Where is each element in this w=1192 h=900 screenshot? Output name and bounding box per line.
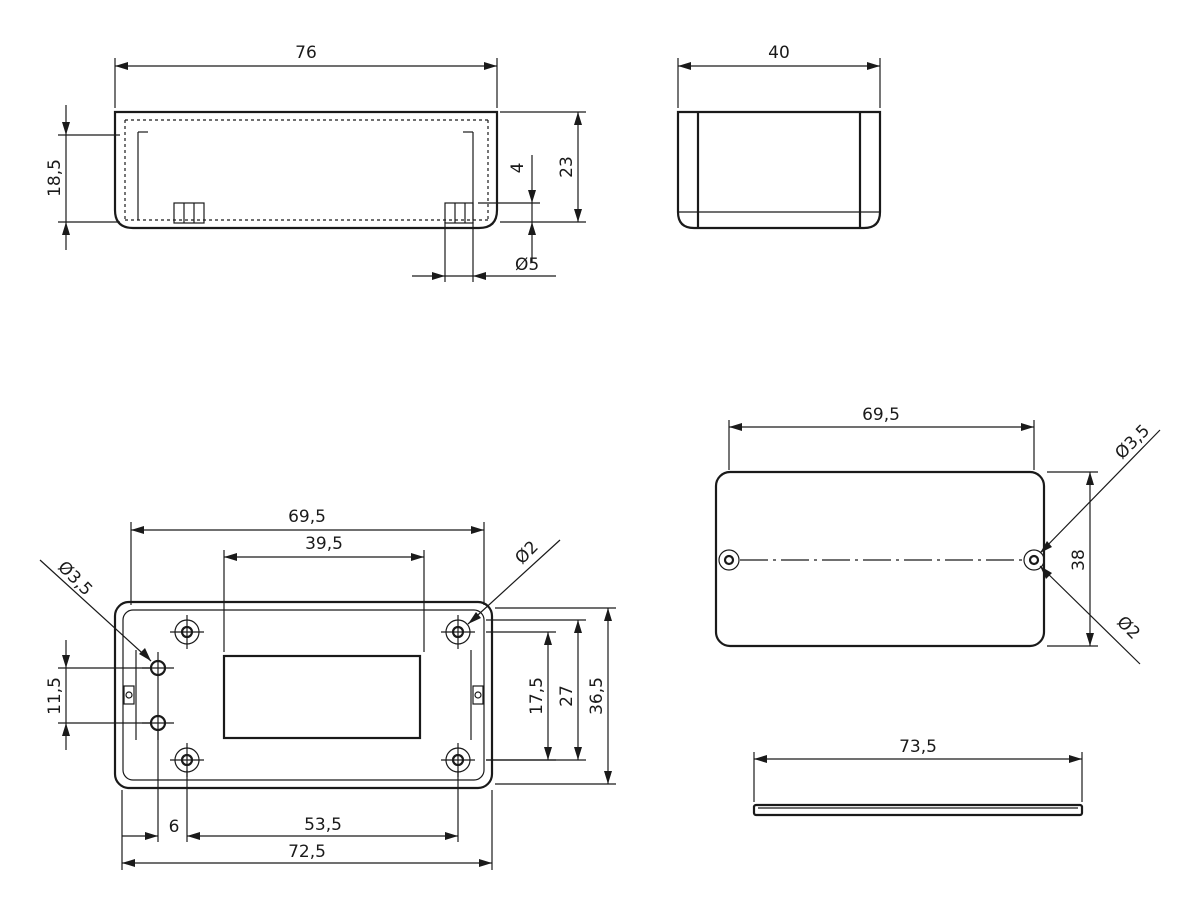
dimension-69-5-lid: 69,5 — [728, 405, 1035, 470]
dim-53-5-label: 53,5 — [304, 815, 342, 835]
front-view — [113, 110, 499, 230]
dimension-73-5: 73,5 — [753, 737, 1083, 802]
dim-69-5-lid-label: 69,5 — [862, 405, 900, 425]
dim-diameter-5-label: Ø5 — [515, 255, 539, 275]
dim-4-label: 4 — [508, 163, 528, 174]
lid-side-view — [752, 803, 1084, 817]
dim-76-label: 76 — [295, 43, 317, 63]
side-view — [676, 110, 882, 230]
base-top-view — [113, 600, 494, 790]
dim-6-label: 6 — [169, 817, 180, 837]
leader-diameter-2-lid: Ø2 — [1039, 565, 1144, 665]
dimension-17-5: 17,5 — [486, 631, 556, 761]
dim-18-5-label: 18,5 — [45, 159, 65, 197]
dimension-72-5: 72,5 — [121, 790, 493, 870]
dim-27-label: 27 — [557, 685, 577, 707]
dimension-27: 27 — [486, 619, 586, 761]
dimension-6: 6 — [122, 730, 200, 842]
lid-top-view — [714, 470, 1046, 648]
dim-72-5-label: 72,5 — [288, 842, 326, 862]
leader-diameter-3-5-lid: Ø3,5 — [1039, 421, 1161, 554]
dim-39-5-label: 39,5 — [305, 534, 343, 554]
leader-diameter-3-5-base: Ø3,5 — [39, 557, 152, 662]
dimension-23: 23 — [500, 111, 586, 223]
dimension-4: 4 — [478, 155, 540, 262]
dimension-76: 76 — [114, 43, 498, 108]
dim-73-5-label: 73,5 — [899, 737, 937, 757]
dim-23-label: 23 — [557, 156, 577, 178]
dim-17-5-label: 17,5 — [527, 677, 547, 715]
dimension-39-5: 39,5 — [223, 534, 425, 652]
dimension-11-5: 11,5 — [45, 640, 150, 750]
dim-11-5-label: 11,5 — [45, 677, 65, 715]
dimension-69-5-base: 69,5 — [130, 507, 485, 605]
dimension-40: 40 — [677, 43, 881, 108]
dimension-53-5: 53,5 — [187, 770, 459, 842]
dimension-18-5: 18,5 — [45, 105, 120, 250]
leader-diameter-2-base: Ø2 — [467, 537, 561, 625]
dim-69-5-base-label: 69,5 — [288, 507, 326, 527]
dim-diameter-2-lid-label: Ø2 — [1112, 612, 1143, 643]
dim-36-5-label: 36,5 — [587, 677, 607, 715]
dimension-36-5: 36,5 — [495, 607, 616, 785]
dimension-38: 38 — [1047, 471, 1098, 647]
dim-diameter-2-base-label: Ø2 — [511, 537, 542, 568]
dimension-diameter-5: Ø5 — [412, 222, 556, 282]
dim-38-label: 38 — [1069, 549, 1089, 571]
dim-40-label: 40 — [768, 43, 790, 63]
